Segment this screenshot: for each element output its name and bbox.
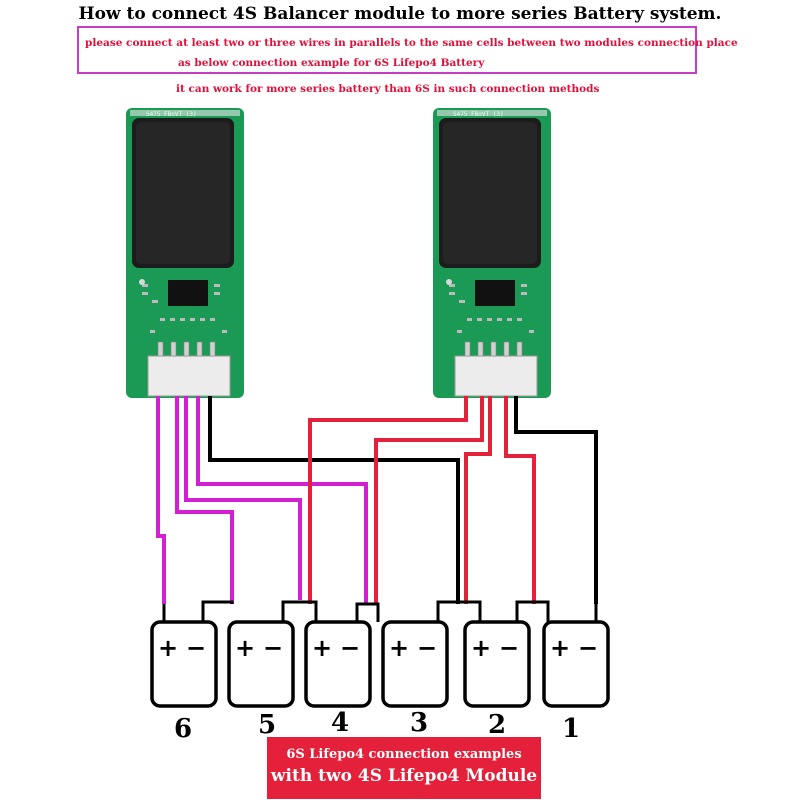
cell-2-minus: − xyxy=(499,634,519,662)
cell-4-minus: − xyxy=(340,634,360,662)
cell-4 xyxy=(304,620,372,708)
cell-5-number: 5 xyxy=(258,710,276,740)
link-cell2-cell1 xyxy=(515,600,550,622)
caption-line-1: 6S Lifepo4 connection examples xyxy=(286,747,522,762)
wire-module2-b xyxy=(374,396,484,604)
notice-line-1: please connect at least two or three wir… xyxy=(85,37,738,49)
link-cell4-cell3 xyxy=(355,602,380,622)
cell-6 xyxy=(150,620,218,708)
page-title: How to connect 4S Balancer module to mor… xyxy=(78,4,722,24)
cell-4-number: 4 xyxy=(331,708,349,738)
link-cell6-cell5 xyxy=(201,600,234,622)
cell-1-minus: − xyxy=(578,634,598,662)
module-1-silk-text: S475 FBoVT (3) xyxy=(146,111,197,118)
wire-module2-a xyxy=(308,396,468,604)
cell-3-number: 3 xyxy=(410,708,428,738)
cell-4-plus: + xyxy=(312,634,332,662)
cell-3-minus: − xyxy=(417,634,437,662)
module-1-chip xyxy=(168,280,208,306)
notice-line-2: as below connection example for 6S Lifep… xyxy=(178,57,485,69)
notice-line-3: it can work for more series battery than… xyxy=(176,83,600,95)
wire-module1-b xyxy=(175,396,234,604)
notice-box xyxy=(77,26,697,74)
cell-1-number: 1 xyxy=(562,714,580,744)
link-cell3-cell2 xyxy=(436,600,482,622)
cell-3-plus: + xyxy=(389,634,409,662)
module-1-connector xyxy=(147,355,231,397)
cell-5-minus: − xyxy=(263,634,283,662)
module-2-silk-text: S475 FBoVT (3) xyxy=(453,111,504,118)
wire-module1-gnd xyxy=(208,396,460,604)
cell-5 xyxy=(227,620,295,708)
cell-5-plus: + xyxy=(235,634,255,662)
cell-6-number: 6 xyxy=(174,714,192,744)
module-2-chip xyxy=(475,280,515,306)
cell-6-plus: + xyxy=(158,634,178,662)
cell-2-plus: + xyxy=(471,634,491,662)
wire-module1-c xyxy=(184,396,302,600)
wire-module2-d xyxy=(504,396,536,604)
wire-module1-a xyxy=(156,396,166,604)
cell-1 xyxy=(542,620,610,708)
balancer-module-1: S475 FBoVT (3) xyxy=(126,108,244,398)
wire-module1-d xyxy=(196,396,368,604)
link-cell5-cell4 xyxy=(281,600,318,622)
wire-module2-c xyxy=(464,396,492,604)
wire-module2-gnd xyxy=(514,396,598,604)
caption-banner: 6S Lifepo4 connection examples with two … xyxy=(267,737,541,799)
balancer-module-2: S475 FBoVT (3) xyxy=(433,108,551,398)
cell-2 xyxy=(463,620,531,708)
cell-3 xyxy=(381,620,449,708)
module-2-connector xyxy=(454,355,538,397)
cell-2-number: 2 xyxy=(488,710,506,740)
cell-1-plus: + xyxy=(550,634,570,662)
caption-line-2: with two 4S Lifepo4 Module xyxy=(270,766,538,786)
cell-6-minus: − xyxy=(186,634,206,662)
